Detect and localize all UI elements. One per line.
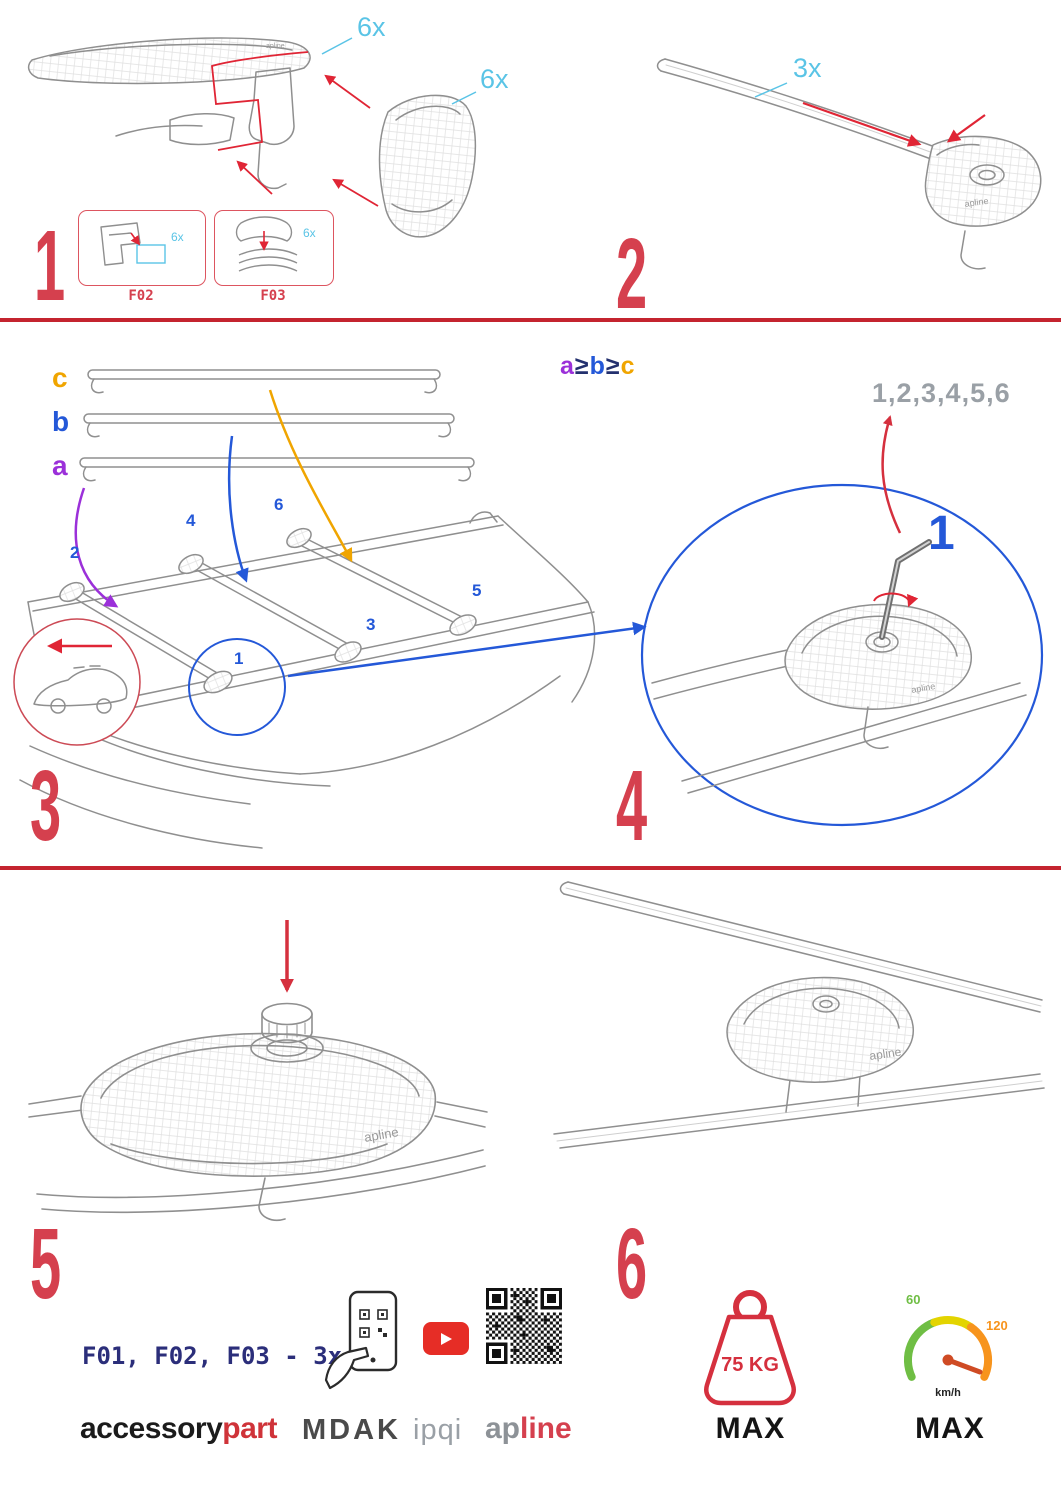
hand-icon: [324, 1346, 370, 1390]
weight-max-label: MAX: [715, 1412, 786, 1445]
step5-figure: apline: [28, 920, 488, 1222]
step3-number: 3: [30, 750, 62, 862]
step4-number: 4: [616, 750, 648, 862]
scan-qr-phone-icon: [324, 1290, 398, 1390]
play-icon: [441, 1332, 452, 1345]
rule-ge2: ≥: [605, 352, 621, 380]
box2-label: F03: [260, 288, 286, 304]
step1-qty-top: 6x: [357, 12, 386, 42]
sequence-arrow: [881, 415, 902, 534]
speedometer-needle: [945, 1357, 983, 1375]
brand-part: part: [222, 1412, 277, 1445]
roof-position-3: 3: [366, 615, 375, 634]
zoom-connector-arrow: [287, 621, 647, 678]
speed-limit-icon: 60 120 km/h: [904, 1292, 1008, 1399]
box2-qty: 6x: [303, 226, 316, 240]
brand-accessorypart: accessorypart: [80, 1412, 277, 1446]
speed-unit: km/h: [935, 1387, 961, 1399]
step3-figure: c b a 2: [13, 362, 647, 849]
tighten-sequence: 1,2,3,4,5,6: [872, 378, 1011, 408]
zoom-source-circle: [188, 638, 286, 736]
brand-accessory: accessory: [80, 1412, 223, 1445]
part-box-f02: 6x: [78, 210, 206, 286]
bar-label-b: b: [52, 406, 69, 437]
bar-label-a: a: [52, 450, 68, 481]
rule-c: c: [620, 352, 636, 380]
step2-figure: 3x apline: [656, 53, 1042, 270]
sequence-first: 1: [928, 507, 955, 560]
box1-qty: 6x: [171, 230, 184, 244]
step1-figure: 6x 6x apline: [27, 12, 509, 238]
part-box-f03-figure: 6x: [235, 216, 316, 272]
weight-value: 75 KG: [721, 1354, 779, 1376]
brand-line: line: [520, 1412, 572, 1445]
step2-qty: 3x: [793, 53, 822, 83]
rule-b: b: [589, 352, 606, 380]
part-brand-text: apline: [868, 1045, 902, 1063]
rotate-arrow: [873, 592, 919, 608]
roof-position-6: 6: [274, 495, 283, 514]
footer-parts-list: F01, F02, F03 - 3x: [82, 1342, 343, 1370]
part-box-f02-figure: 6x: [100, 222, 184, 266]
step6-figure: apline: [553, 881, 1045, 1149]
part-box-f03: 6x: [214, 210, 334, 286]
car-direction-inset: [13, 618, 141, 746]
part-brand-text: apline: [964, 196, 989, 209]
speed-max-label: MAX: [915, 1412, 985, 1445]
zoom-circle: [640, 483, 1044, 827]
roof-position-5: 5: [472, 581, 481, 600]
step6-number: 6: [616, 1208, 648, 1320]
step5-number: 5: [30, 1208, 62, 1320]
step4-figure: apline: [640, 415, 1044, 827]
weight-limit-icon: 75 KG: [704, 1290, 796, 1406]
section-divider-2: [0, 866, 1061, 870]
roof-position-4: 4: [186, 511, 196, 530]
youtube-icon: [423, 1322, 469, 1355]
size-rule: a≥b≥c: [560, 352, 636, 381]
brand-ap: ap: [485, 1412, 521, 1445]
brand-apline: apline: [485, 1412, 572, 1446]
brand-ipqi: ipqi: [413, 1414, 463, 1446]
bar-label-c: c: [52, 362, 68, 393]
part-brand-text: apline: [911, 681, 936, 695]
roof-position-1: 1: [234, 649, 243, 668]
step2-number: 2: [616, 218, 648, 330]
speed-low: 60: [906, 1292, 920, 1307]
step1-qty-side: 6x: [480, 64, 509, 94]
qr-code: [486, 1288, 562, 1364]
box1-label: F02: [128, 288, 154, 304]
part-brand-text: apline: [266, 43, 285, 50]
step1-number: 1: [34, 210, 66, 322]
speed-high: 120: [986, 1318, 1008, 1333]
section-divider-1: [0, 318, 1061, 322]
part-brand-text: apline: [363, 1124, 400, 1145]
brand-mdak: MDAK: [302, 1414, 401, 1446]
allen-key: [879, 539, 932, 640]
rule-a: a: [560, 352, 575, 380]
rule-ge1: ≥: [574, 352, 590, 380]
roof-position-2: 2: [70, 543, 79, 562]
